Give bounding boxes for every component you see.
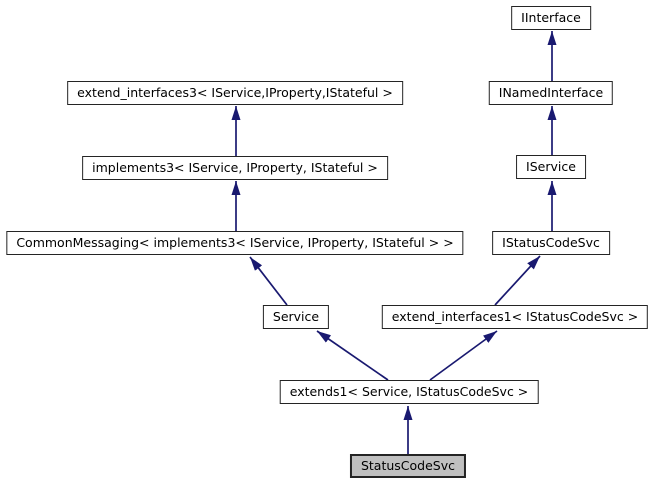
node-extends1[interactable]: extends1< Service, IStatusCodeSvc > <box>279 380 539 404</box>
node-inamedinterface[interactable]: INamedInterface <box>488 81 614 105</box>
node-extend-interfaces3[interactable]: extend_interfaces3< IService,IProperty,I… <box>67 81 403 105</box>
node-iservice[interactable]: IService <box>516 155 586 179</box>
edge-extends1-to-extend-interfaces1 <box>429 330 498 381</box>
node-commonmessaging[interactable]: CommonMessaging< implements3< IService, … <box>6 231 464 255</box>
edge-service-to-commonmessaging <box>249 256 288 306</box>
node-implements3[interactable]: implements3< IService, IProperty, IState… <box>82 156 388 180</box>
node-extend-interfaces1[interactable]: extend_interfaces1< IStatusCodeSvc > <box>381 305 649 329</box>
edge-extends1-to-service <box>316 330 389 381</box>
node-istatuscodesvc[interactable]: IStatusCodeSvc <box>492 231 610 255</box>
edge-extend-interfaces1-to-istatuscodesvc <box>494 255 541 306</box>
node-service[interactable]: Service <box>262 305 330 329</box>
node-iinterface[interactable]: IInterface <box>511 6 591 30</box>
node-statuscodesvc: StatusCodeSvc <box>349 454 467 478</box>
